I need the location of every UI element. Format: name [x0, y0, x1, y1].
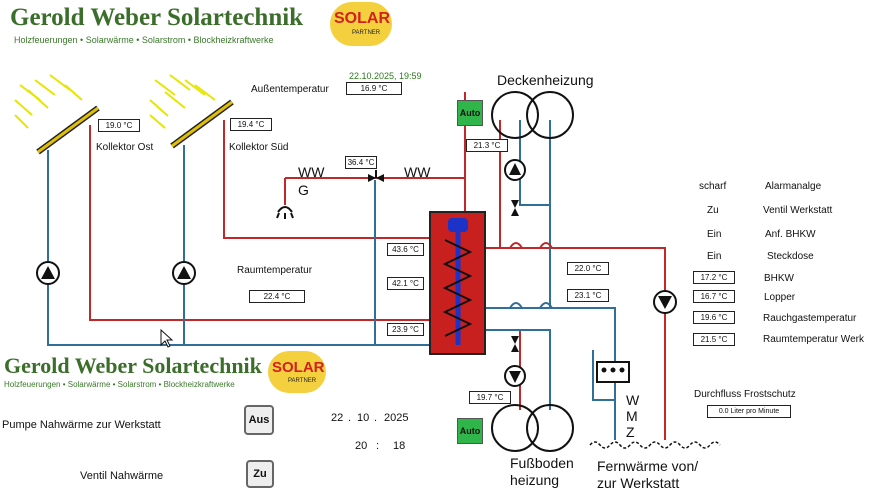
ww-left-label: WW	[298, 164, 325, 180]
room-temp-label: Raumtemperatur	[237, 265, 313, 276]
status-name: Ventil Werkstatt	[763, 205, 833, 216]
status-name: Steckdose	[767, 251, 814, 262]
tank-temp-top: 43.6 °C	[387, 243, 424, 256]
date-month: 10	[357, 412, 370, 424]
ww-temp: 36.4 °C	[345, 156, 377, 169]
tank-coil	[442, 239, 473, 337]
wmz-m: M	[626, 408, 638, 424]
pump-icon	[504, 365, 526, 387]
status-state: scharf	[699, 181, 727, 192]
heat-exchanger-bottom	[491, 404, 574, 452]
status-state: Ein	[707, 229, 722, 240]
status-name: Alarmanalge	[765, 181, 822, 192]
temp-list-name: Rauchgastemperatur	[763, 313, 857, 324]
fernwaerme-line-1: Fernwärme von/	[597, 458, 699, 474]
tank-temp-bottom: 23.9 °C	[387, 323, 424, 336]
time-hour: 20	[355, 440, 368, 452]
tank-heater	[448, 218, 468, 232]
pump-icon	[653, 290, 677, 314]
company-name: Gerold Weber Solartechnik	[10, 4, 304, 31]
sun-rays-east	[14, 74, 83, 129]
pump-nahwaerme-button[interactable]: Aus	[244, 405, 274, 435]
ww-g-label: G	[298, 182, 309, 198]
collector-south-temp: 19.4 °C	[230, 118, 272, 131]
pump-nahwaerme-label: Pumpe Nahwärme zur Werkstatt	[2, 419, 161, 431]
line-temp-a: 22.0 °C	[567, 262, 609, 275]
pump-icon	[172, 261, 196, 285]
temp-list-value: 17.2 °C	[693, 271, 735, 284]
cursor-icon	[160, 328, 174, 348]
date-day: 22	[331, 412, 344, 424]
status-state: Ein	[707, 251, 722, 262]
date-sep: .	[348, 412, 352, 424]
time-minute: 18	[393, 440, 406, 452]
fussboden-label-1: Fußboden	[510, 455, 574, 471]
outdoor-temp-label: Außentemperatur	[251, 84, 329, 95]
date-sep: .	[374, 412, 378, 424]
company-tagline-bottom: Holzfeuerungen • Solarwärme • Solarstrom…	[4, 380, 235, 389]
deckenheizung-temp: 21.3 °C	[466, 139, 508, 152]
temp-list-name: Raumtemperatur Werk	[763, 334, 864, 345]
collector-south-label: Kollektor Süd	[229, 142, 289, 153]
temp-list-value: 19.6 °C	[693, 311, 735, 324]
line-temp-b: 23.1 °C	[567, 289, 609, 302]
company-tagline: Holzfeuerungen • Solarwärme • Solarstrom…	[14, 35, 274, 45]
valve-icon	[511, 200, 519, 216]
company-name-bottom: Gerold Weber Solartechnik	[4, 353, 262, 378]
fernwaerme-line-2: zur Werkstatt	[597, 475, 680, 491]
status-state: Zu	[707, 205, 719, 216]
pump-icon	[36, 261, 60, 285]
fussboden-temp: 19.7 °C	[469, 391, 511, 404]
outdoor-temp-value: 16.9 °C	[346, 82, 402, 95]
fussboden-auto-button[interactable]: Auto	[457, 418, 483, 444]
heat-exchanger-top	[491, 91, 574, 139]
wmz-z: Z	[626, 424, 635, 440]
valve-icon	[511, 336, 519, 352]
ventil-nahwaerme-button[interactable]: Zu	[246, 460, 274, 488]
collector-east-temp: 19.0 °C	[98, 119, 140, 132]
shower-icon	[276, 206, 294, 219]
tank-temp-mid: 42.1 °C	[387, 277, 424, 290]
meter-icon	[596, 361, 630, 383]
pipes-cold	[47, 120, 616, 440]
ventil-nahwaerme-label: Ventil Nahwärme	[80, 470, 164, 482]
collector-south-panel	[170, 99, 234, 149]
solar-logo-bottom: SOLAR PARTNER	[268, 351, 326, 393]
pump-icon	[504, 159, 526, 181]
deckenheizung-auto-button[interactable]: Auto	[457, 100, 483, 126]
flow-label: Durchfluss Frostschutz	[694, 389, 796, 400]
flow-value: 0.0 Liter pro Minute	[707, 405, 791, 418]
datetime: 22.10.2025, 19:59	[349, 71, 422, 81]
status-name: Anf. BHKW	[765, 229, 816, 240]
deckenheizung-label: Deckenheizung	[497, 72, 594, 88]
room-temp-value: 22.4 °C	[249, 290, 305, 303]
temp-list-value: 21.5 °C	[693, 333, 735, 346]
ground-line	[589, 441, 721, 449]
date-year: 2025	[384, 412, 409, 424]
sun-rays-south	[149, 74, 216, 129]
solar-logo: SOLAR PARTNER	[330, 2, 392, 46]
valve-icon	[368, 170, 384, 182]
collector-east-panel	[36, 105, 100, 155]
wmz-w: W	[626, 392, 640, 408]
pipe-crossings	[509, 242, 553, 249]
fussboden-label-2: heizung	[510, 472, 560, 488]
temp-list-name: Lopper	[764, 292, 796, 303]
temp-list-value: 16.7 °C	[693, 290, 735, 303]
ww-right-label: WW	[404, 164, 431, 180]
temp-list-name: BHKW	[764, 273, 794, 284]
time-sep: :	[376, 440, 380, 452]
collector-east-label: Kollektor Ost	[96, 142, 154, 153]
